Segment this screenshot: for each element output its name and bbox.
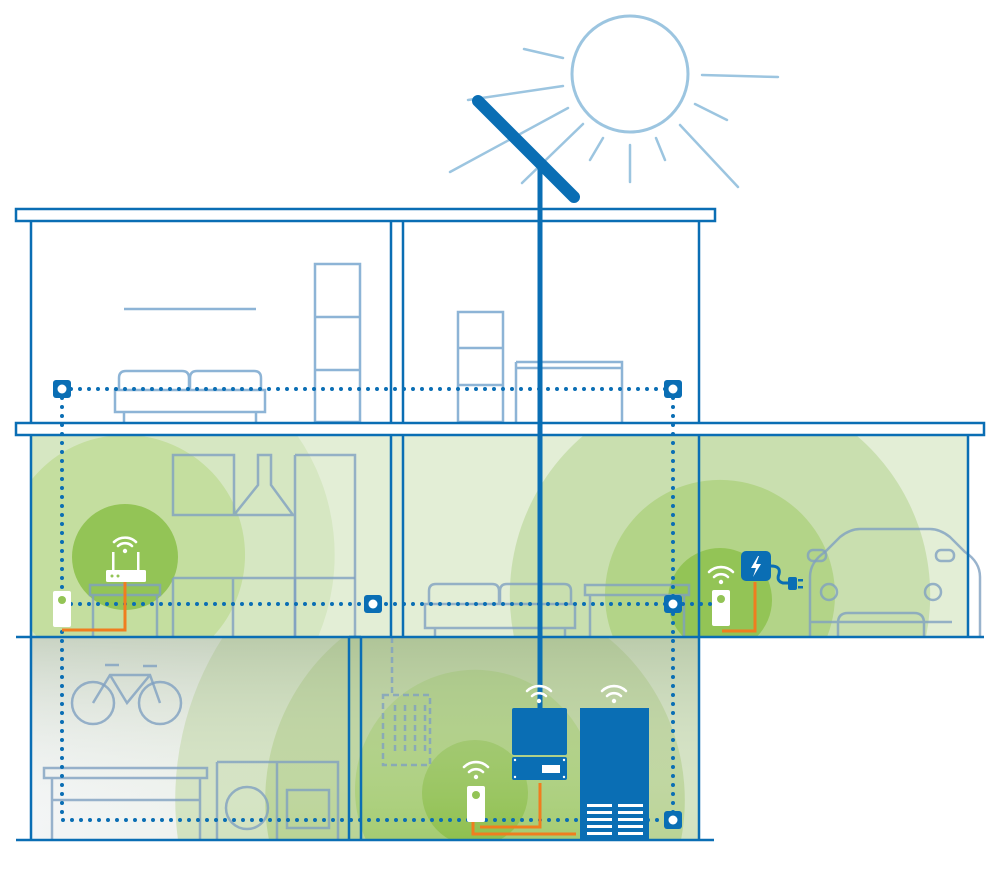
socket-icon[interactable]: [364, 595, 382, 613]
bicycle-icon: [70, 663, 183, 726]
router-icon: [62, 536, 146, 632]
powerline-adapter-icon[interactable]: [462, 760, 576, 836]
middle-floor-furniture: [88, 453, 982, 637]
powerline-adapter-icon[interactable]: [53, 591, 71, 627]
basement-furniture: [42, 637, 432, 840]
wifi-icon: [462, 760, 490, 780]
socket-icon[interactable]: [664, 380, 682, 398]
socket-icon[interactable]: [664, 595, 682, 613]
sun-icon: [448, 14, 780, 189]
powerline-network: [60, 387, 722, 822]
wallbox-charger-icon[interactable]: [741, 551, 803, 590]
socket-icons: [53, 380, 682, 829]
socket-icon[interactable]: [53, 380, 71, 398]
wifi-icon: [600, 684, 628, 704]
battery-storage-icon[interactable]: [580, 684, 649, 840]
wifi-icon: [707, 565, 735, 585]
solar-panel-icon: [472, 95, 580, 712]
inverter-icon[interactable]: [512, 684, 567, 780]
wifi-icon: [112, 536, 138, 554]
socket-icon[interactable]: [664, 811, 682, 829]
car-icon: [806, 527, 982, 637]
powerline-adapter-icon[interactable]: [707, 565, 757, 633]
wifi-icon: [525, 684, 553, 704]
top-floor-furniture: [113, 262, 624, 424]
wifi-coverage-middle-floor: [31, 434, 968, 637]
